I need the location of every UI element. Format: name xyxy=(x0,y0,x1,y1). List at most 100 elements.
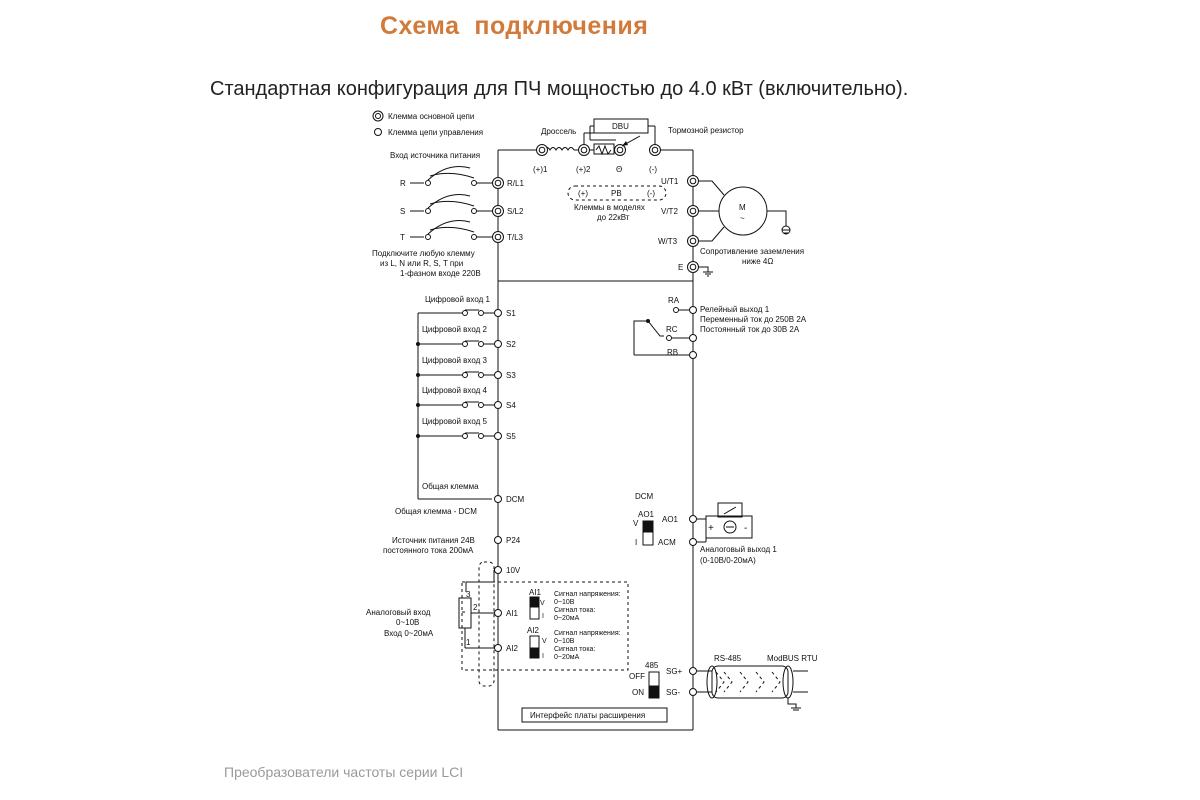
digital-input-3-label: Цифровой вход 3 xyxy=(422,356,487,365)
control-terminal-symbol xyxy=(374,128,382,136)
terminal-ao1-label: AO1 xyxy=(662,515,679,524)
shield-bracket xyxy=(478,561,495,687)
phase-r-label: R xyxy=(400,179,406,188)
rs485-switch-label: 485 xyxy=(645,661,659,670)
p24-note-2: постоянного тока 200мА xyxy=(383,546,474,555)
terminal-plus1-label: (+)1 xyxy=(533,165,548,174)
pb-note-1: Клеммы в моделях xyxy=(574,203,645,212)
motor-m-label: M xyxy=(739,203,746,212)
ai2-switch-v: V xyxy=(542,638,547,645)
power-input: Вход источника питания R R/L1 S S/L2 T T… xyxy=(372,151,524,278)
ai1-switch-label: AI1 xyxy=(529,588,542,597)
footer-text: Преобразователи частоты серии LCI xyxy=(224,764,464,780)
ai2-current-signal: Сигнал тока: xyxy=(554,646,595,653)
digital-input-5-label: Цифровой вход 5 xyxy=(422,417,487,426)
relay-rc-label: RC xyxy=(666,325,678,334)
analog-output-note-1: Аналоговый выход 1 xyxy=(700,545,777,554)
communication: 485 OFF ON SG+ SG- RS-485 ModBUS RTU xyxy=(629,654,818,711)
pot-pin-2: 2 xyxy=(473,603,478,612)
expansion-interface: Интерфейс платы расширения xyxy=(521,707,668,723)
terminal-theta-label: Θ xyxy=(616,165,622,174)
expansion-label: Интерфейс платы расширения xyxy=(530,711,645,720)
terminal-s3 xyxy=(494,371,502,379)
terminal-rb xyxy=(689,351,697,359)
terminal-sg-minus-label: SG- xyxy=(666,688,681,697)
analog-input-note-2: 0~10В xyxy=(396,618,419,627)
brake-resistor-label: Тормозной резистор xyxy=(668,126,744,135)
terminal-ai1 xyxy=(494,609,502,617)
terminal-s5 xyxy=(494,432,502,440)
power-input-label: Вход источника питания xyxy=(390,151,480,160)
diagram-subtitle: Стандартная конфигурация для ПЧ мощность… xyxy=(210,78,909,100)
terminal-w-t3-label: W/T3 xyxy=(658,237,678,246)
terminal-s-l2-label: S/L2 xyxy=(507,207,524,216)
pb-note-2: до 22кВт xyxy=(597,213,630,222)
terminal-rc xyxy=(689,334,697,342)
expansion-box xyxy=(521,707,668,723)
single-phase-note-3: 1-фазном входе 220В xyxy=(400,269,481,278)
terminal-s3-label: S3 xyxy=(506,371,516,380)
choke-coil xyxy=(543,147,575,151)
relay-output: RA RC RB Релейный выход 1 Переменный ток… xyxy=(633,296,807,359)
terminal-minus-label: (-) xyxy=(649,165,657,174)
meter-dial xyxy=(717,502,743,518)
relay-note-1: Релейный выход 1 xyxy=(700,305,770,314)
ai1-voltage-signal: Сигнал напряжения: xyxy=(554,591,621,598)
terminal-plus2-label: (+)2 xyxy=(576,165,591,174)
terminal-dcm xyxy=(494,495,502,503)
terminal-p24-label: P24 xyxy=(506,536,521,545)
ai1-switch-i: I xyxy=(542,613,544,620)
earth-terminal-label: E xyxy=(678,263,683,272)
analog-output: DCM AO1 V I AO1 ACM + - Аналоговый выход… xyxy=(633,492,777,565)
ao1-switch-label: AO1 xyxy=(638,510,655,519)
terminal-sg-plus xyxy=(689,667,697,675)
terminal-acm-label: ACM xyxy=(658,538,676,547)
analog-inputs: 3 2 1 Аналоговый вход 0~10В Вход 0~20мА … xyxy=(366,561,629,687)
main-terminal-symbol-inner xyxy=(375,113,381,119)
single-phase-note-1: Подключите любую клемму xyxy=(372,249,475,258)
ai2-voltage-signal: Сигнал напряжения: xyxy=(554,630,621,637)
terminal-r-l1-label: R/L1 xyxy=(507,179,524,188)
terminal-v-t2-label: V/T2 xyxy=(661,207,678,216)
rs485-label: RS-485 xyxy=(714,654,742,663)
terminal-sg-plus-label: SG+ xyxy=(666,667,683,676)
terminal-t-l3-label: T/L3 xyxy=(507,233,524,242)
relay-ra-label: RA xyxy=(668,296,680,305)
ao1-dip-switch xyxy=(642,520,654,546)
terminal-s1 xyxy=(494,309,502,317)
terminal-s1-label: S1 xyxy=(506,309,516,318)
brake-resistor-symbol xyxy=(593,143,615,155)
ai1-switch-v: V xyxy=(540,600,545,607)
analog-input-note-3: Вход 0~20мА xyxy=(384,629,434,638)
potentiometer xyxy=(458,597,472,629)
ai2-switch-label: AI2 xyxy=(527,626,540,635)
terminal-p24 xyxy=(494,536,502,544)
ao1-switch-v: V xyxy=(633,519,639,528)
p24-note-1: Источник питания 24В xyxy=(392,536,475,545)
ai1-voltage-range: 0~10В xyxy=(554,599,575,606)
choke-label: Дроссель xyxy=(541,127,576,136)
terminal-10v xyxy=(494,566,502,574)
analog-select-box xyxy=(461,581,629,671)
terminal-ao1 xyxy=(689,515,697,523)
digital-input-4-label: Цифровой вход 4 xyxy=(422,386,487,395)
terminal-ra xyxy=(689,306,697,314)
modbus-label: ModBUS RTU xyxy=(767,654,818,663)
digital-input-1-label: Цифровой вход 1 xyxy=(425,295,490,304)
meter-minus: - xyxy=(744,523,747,534)
terminal-ai1-label: AI1 xyxy=(506,609,519,618)
rs485-switch-off: OFF xyxy=(629,672,645,681)
ao1-switch-i: I xyxy=(635,538,637,547)
relay-note-2: Переменный ток до 250В 2А xyxy=(700,315,807,324)
rs485-cable-shield xyxy=(711,665,789,699)
ground-note-2: ниже 4Ω xyxy=(742,257,773,266)
legend: Клемма основной цепи Клемма цепи управле… xyxy=(372,110,483,137)
ai1-current-signal: Сигнал тока: xyxy=(554,607,595,614)
legend-main-terminal: Клемма основной цепи xyxy=(388,112,474,121)
pb-terminals-box xyxy=(567,185,667,201)
ai2-dip-switch xyxy=(529,635,540,659)
terminal-sg-minus xyxy=(689,688,697,696)
ground-note-1: Сопротивление заземления xyxy=(700,247,804,256)
terminal-dcm-label: DCM xyxy=(506,495,525,504)
